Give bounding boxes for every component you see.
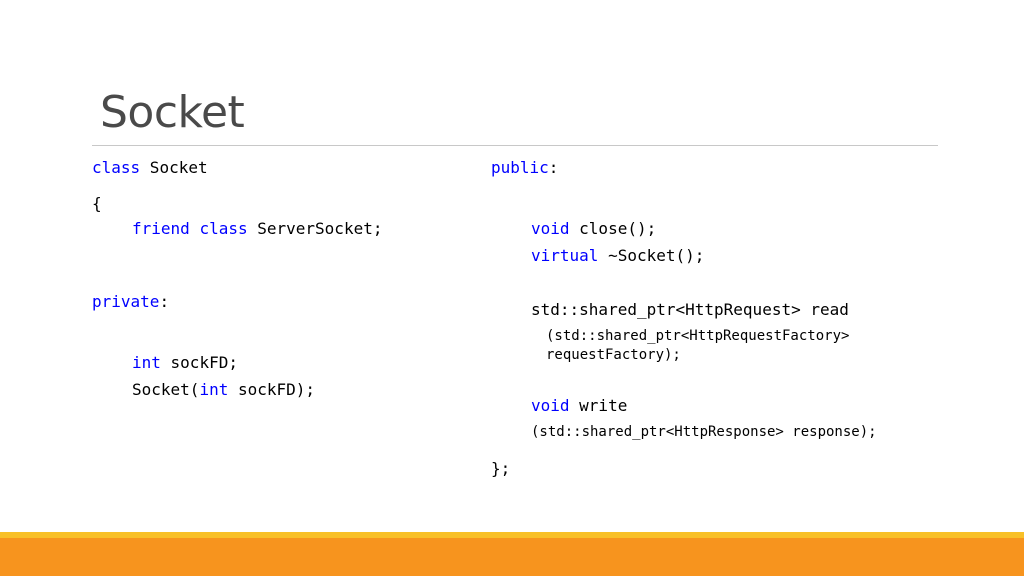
keyword: int <box>199 380 229 399</box>
keyword: friend <box>132 219 190 238</box>
code-line-open-brace: { <box>92 194 102 214</box>
keyword: int <box>132 353 161 372</box>
keyword: private <box>92 292 160 311</box>
code-line-class-decl: class Socket <box>92 158 208 178</box>
code-text: sockFD; <box>160 353 238 372</box>
code-line-close-brace: }; <box>491 459 510 479</box>
code-text: }; <box>491 459 511 478</box>
code-text: Socket( <box>132 380 200 399</box>
title-divider <box>92 145 938 146</box>
code-text: (std::shared_ptr<HttpResponse> response)… <box>531 424 877 440</box>
code-text: (std::shared_ptr<HttpRequestFactory> <box>546 328 850 344</box>
code-line-read-param: (std::shared_ptr<HttpRequestFactory> <box>546 327 849 345</box>
code-line-read-method: std::shared_ptr<HttpRequest> read <box>531 300 849 320</box>
code-line-public: public: <box>491 158 558 178</box>
keyword: class <box>92 158 141 177</box>
code-line-write-method: void write <box>531 396 627 416</box>
code-text: { <box>92 194 102 213</box>
code-text: : <box>548 158 559 177</box>
code-line-close-method: void close(); <box>531 219 656 239</box>
code-line-destructor: virtual ~Socket(); <box>531 246 704 266</box>
code-text: : <box>159 292 170 311</box>
code-text: ~Socket(); <box>598 246 705 265</box>
code-line-sockfd-field: int sockFD; <box>132 353 238 373</box>
accent-bar <box>0 538 1024 576</box>
code-text: requestFactory); <box>546 347 681 363</box>
keyword: class <box>199 219 248 238</box>
keyword: void <box>531 396 570 415</box>
code-text: Socket <box>140 158 208 177</box>
code-line-friend-decl: friend class ServerSocket; <box>132 219 382 239</box>
code-line-read-param-end: requestFactory); <box>546 346 681 364</box>
keyword: void <box>531 219 570 238</box>
code-text: write <box>569 396 628 415</box>
code-text: ServerSocket; <box>247 219 383 238</box>
code-text: sockFD); <box>228 380 316 399</box>
keyword: public <box>491 158 549 177</box>
keyword: virtual <box>531 246 599 265</box>
code-line-write-param: (std::shared_ptr<HttpResponse> response)… <box>531 423 877 441</box>
code-text <box>190 219 200 238</box>
code-line-private: private: <box>92 292 169 312</box>
accent-bar-light <box>0 532 1024 538</box>
code-text: std::shared_ptr<HttpRequest> read <box>531 300 849 319</box>
code-line-constructor: Socket(int sockFD); <box>132 380 315 400</box>
code-text: close(); <box>569 219 657 238</box>
slide-title: Socket <box>100 87 245 138</box>
